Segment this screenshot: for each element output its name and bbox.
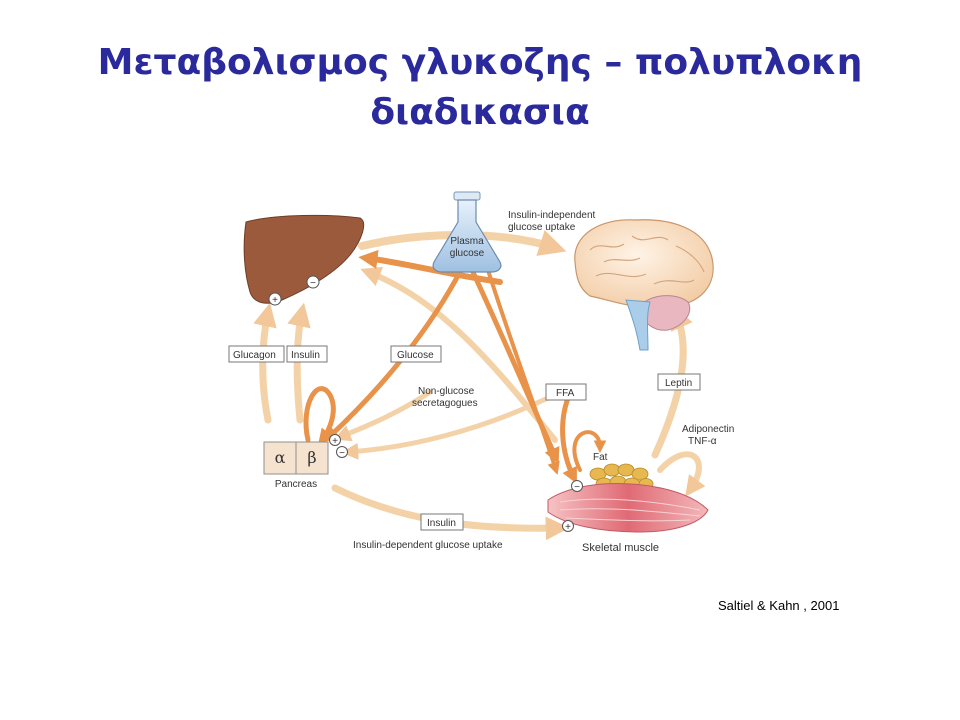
arrow-insulin-to-liver — [287, 302, 311, 424]
muscle-fibers — [559, 498, 701, 522]
svg-text:+: + — [565, 522, 571, 533]
svg-text:+: + — [332, 436, 338, 447]
slide-title: Μεταβολισμος γλυκοζης – πολυπλοκη διαδικ… — [0, 38, 960, 138]
insulin-independent-label-2: glucose uptake — [508, 222, 576, 233]
liver-minus-marker: − — [306, 275, 320, 289]
arrow-flask-to-muscle-2 — [486, 268, 560, 475]
brain-icon — [574, 219, 714, 351]
arrow-nonglucose-to-pancreas — [333, 389, 433, 442]
arrow-ffa-to-muscle — [560, 395, 577, 484]
arrow-ffa-to-pancreas — [341, 395, 551, 460]
glucagon-label-box — [228, 345, 285, 363]
insulin-top-label-box — [286, 345, 328, 363]
glucose-label-box — [390, 345, 442, 363]
arrows-dark — [303, 249, 607, 484]
svg-text:−: − — [339, 448, 345, 459]
skeletal-muscle-icon — [547, 483, 709, 533]
arrow-adiponectin-to-muscle — [657, 451, 706, 497]
pancreas-minus-marker: − — [336, 446, 348, 459]
muscle-plus-marker: + — [562, 520, 574, 533]
title-line-2: διαδικασια — [370, 92, 590, 133]
arrow-flask-to-liver — [358, 249, 503, 285]
citation: Saltiel & Kahn , 2001 — [718, 598, 840, 613]
svg-text:−: − — [574, 482, 580, 493]
flask-label-1: Plasma — [450, 236, 484, 247]
ffa-label-box — [545, 383, 587, 401]
liver-plus-marker: + — [268, 292, 282, 306]
insulin-bottom-label: Insulin — [427, 518, 456, 529]
pancreas-label: Pancreas — [275, 479, 317, 490]
insulin-dependent-label: Insulin-dependent glucose uptake — [353, 540, 503, 551]
leptin-label: Leptin — [665, 378, 692, 389]
glucagon-label: Glucagon — [233, 350, 276, 361]
skeletal-muscle-label: Skeletal muscle — [582, 542, 659, 554]
title-line-1: Μεταβολισμος γλυκοζης – πολυπλοκη — [97, 42, 863, 83]
tnf-label: TNF-α — [688, 436, 717, 447]
ffa-label: FFA — [556, 388, 575, 399]
arrow-fat-to-muscle-loop — [572, 430, 607, 472]
liver-icon — [243, 214, 365, 304]
muscle-minus-marker: − — [571, 480, 583, 493]
insulin-independent-label-1: Insulin-independent — [508, 210, 596, 221]
pancreas-plus-marker: + — [329, 434, 341, 447]
glucose-label: Glucose — [397, 350, 434, 361]
flask-label-2: glucose — [450, 248, 485, 259]
alpha-cell-label: α — [275, 448, 286, 467]
arrow-muscle-to-liver — [360, 266, 558, 443]
arrow-glucagon-to-liver — [253, 302, 277, 424]
leptin-label-box — [657, 373, 701, 391]
svg-text:+: + — [272, 295, 278, 306]
insulin-top-label: Insulin — [291, 350, 320, 361]
pancreas-box — [263, 441, 329, 475]
flask-icon — [432, 191, 502, 273]
beta-cell-label: β — [307, 448, 316, 467]
non-glucose-label-2: secretagogues — [412, 398, 478, 409]
svg-text:−: − — [310, 278, 316, 289]
fat-label: Fat — [593, 452, 608, 463]
non-glucose-label-1: Non-glucose — [418, 386, 475, 397]
adiponectin-label: Adiponectin — [682, 424, 734, 435]
insulin-bottom-label-box — [420, 513, 464, 531]
arrow-beta-loop — [303, 386, 336, 445]
